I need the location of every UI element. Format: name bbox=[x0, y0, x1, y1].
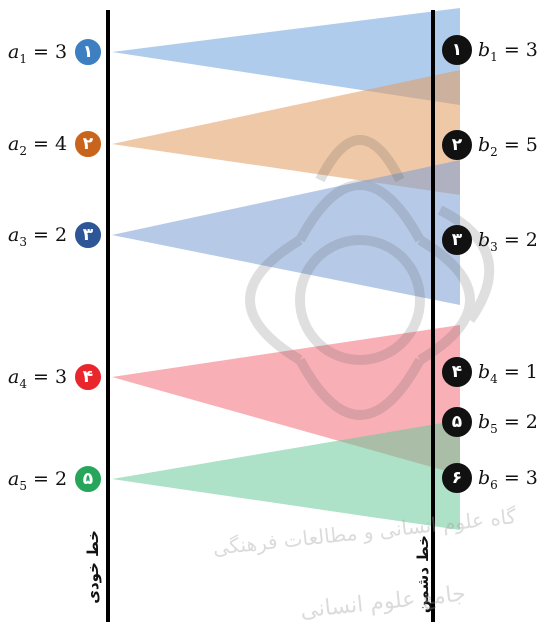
own-unit-label-a5: a5 = 2 bbox=[8, 468, 67, 497]
enemy-line bbox=[431, 10, 435, 622]
own-line-label: خط خودی bbox=[84, 530, 102, 604]
enemy-unit-var: b bbox=[478, 134, 491, 156]
own-unit-badge-a3: ۳ bbox=[73, 220, 103, 250]
enemy-unit-label-b2: b2 = 5 bbox=[478, 134, 538, 163]
own-unit-badge-a5: ۵ bbox=[73, 464, 103, 494]
enemy-unit-var: b bbox=[478, 229, 491, 251]
enemy-unit-value: = 3 bbox=[497, 39, 538, 61]
enemy-unit-var: b bbox=[478, 39, 491, 61]
enemy-unit-label-b1: b1 = 3 bbox=[478, 39, 538, 68]
enemy-unit-var: b bbox=[478, 361, 491, 383]
enemy-unit-index: 6 bbox=[490, 477, 498, 492]
enemy-unit-label-b3: b3 = 2 bbox=[478, 229, 538, 258]
own-unit-label-a1: a1 = 3 bbox=[8, 41, 67, 70]
own-unit-var: a bbox=[8, 133, 20, 155]
enemy-unit-badge-b3: ۳ bbox=[442, 225, 472, 255]
own-unit-label-a3: a3 = 2 bbox=[8, 224, 67, 253]
fire-fan-a5 bbox=[112, 420, 460, 530]
enemy-unit-label-b6: b6 = 3 bbox=[478, 467, 538, 496]
enemy-unit-badge-b6: ۶ bbox=[442, 463, 472, 493]
enemy-unit-value: = 2 bbox=[497, 411, 538, 433]
own-unit-index: 2 bbox=[19, 143, 27, 158]
enemy-unit-index: 2 bbox=[490, 144, 498, 159]
enemy-unit-value: = 5 bbox=[497, 134, 538, 156]
own-unit-var: a bbox=[8, 224, 20, 246]
own-unit-label-a2: a2 = 4 bbox=[8, 133, 67, 162]
own-unit-var: a bbox=[8, 366, 20, 388]
own-unit-index: 3 bbox=[19, 234, 27, 249]
enemy-unit-label-b5: b5 = 2 bbox=[478, 411, 538, 440]
fire-fan-a2 bbox=[112, 70, 460, 195]
enemy-unit-label-b4: b4 = 1 bbox=[478, 361, 538, 390]
fire-fan-a3 bbox=[112, 160, 460, 305]
enemy-unit-badge-b5: ۵ bbox=[442, 407, 472, 437]
own-unit-value: = 3 bbox=[26, 41, 68, 63]
enemy-unit-badge-b2: ۲ bbox=[442, 130, 472, 160]
own-line bbox=[106, 10, 110, 622]
own-unit-label-a4: a4 = 3 bbox=[8, 366, 67, 395]
enemy-unit-value: = 2 bbox=[497, 229, 538, 251]
enemy-unit-index: 5 bbox=[490, 421, 498, 436]
fire-fan-a1 bbox=[112, 8, 460, 105]
enemy-unit-index: 3 bbox=[490, 239, 498, 254]
own-unit-value: = 2 bbox=[26, 468, 68, 490]
own-unit-index: 4 bbox=[19, 376, 27, 391]
own-unit-value: = 3 bbox=[26, 366, 68, 388]
enemy-unit-var: b bbox=[478, 411, 491, 433]
own-unit-index: 5 bbox=[19, 478, 27, 493]
own-unit-badge-a2: ۲ bbox=[73, 129, 103, 159]
own-unit-badge-a4: ۴ bbox=[73, 362, 103, 392]
own-unit-value: = 2 bbox=[26, 224, 68, 246]
enemy-unit-index: 4 bbox=[490, 371, 498, 386]
own-unit-var: a bbox=[8, 41, 20, 63]
enemy-unit-index: 1 bbox=[490, 49, 498, 64]
enemy-unit-var: b bbox=[478, 467, 491, 489]
enemy-unit-value: = 3 bbox=[497, 467, 538, 489]
own-unit-value: = 4 bbox=[26, 133, 68, 155]
own-unit-var: a bbox=[8, 468, 20, 490]
enemy-unit-badge-b1: ۱ bbox=[442, 35, 472, 65]
own-unit-index: 1 bbox=[19, 51, 27, 66]
enemy-unit-value: = 1 bbox=[497, 361, 538, 383]
enemy-unit-badge-b4: ۴ bbox=[442, 357, 472, 387]
own-unit-badge-a1: ۱ bbox=[73, 37, 103, 67]
